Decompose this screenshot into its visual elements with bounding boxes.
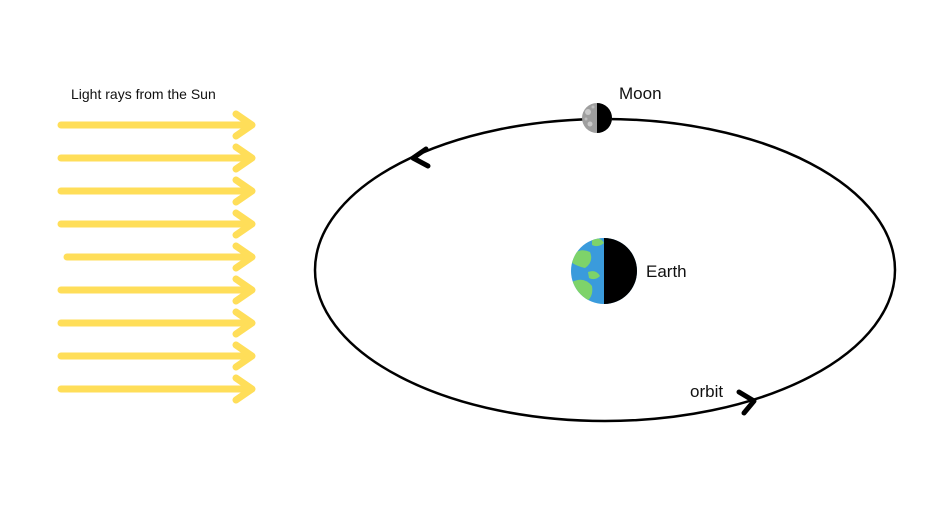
sun-ray-arrow-icon	[63, 242, 256, 272]
moon-icon	[582, 103, 612, 133]
earth-label: Earth	[646, 262, 687, 281]
sun-ray-arrow-icon	[57, 143, 256, 173]
sun-ray-arrow-icon	[57, 374, 256, 404]
orbit-label: orbit	[690, 382, 723, 401]
rays-label: Light rays from the Sun	[71, 86, 216, 102]
sun-ray-arrow-icon	[57, 308, 256, 338]
earth-icon	[571, 238, 637, 304]
moon-label: Moon	[619, 84, 662, 103]
sun-ray-arrow-icon	[57, 176, 256, 206]
sun-ray-arrow-icon	[57, 341, 256, 371]
orbit-direction-arrow-icon	[736, 389, 757, 416]
orbit-direction-arrow-icon	[410, 146, 431, 169]
sun-rays-group	[57, 110, 256, 404]
sun-ray-arrow-icon	[57, 110, 256, 140]
sun-ray-arrow-icon	[57, 209, 256, 239]
sun-ray-arrow-icon	[57, 275, 256, 305]
